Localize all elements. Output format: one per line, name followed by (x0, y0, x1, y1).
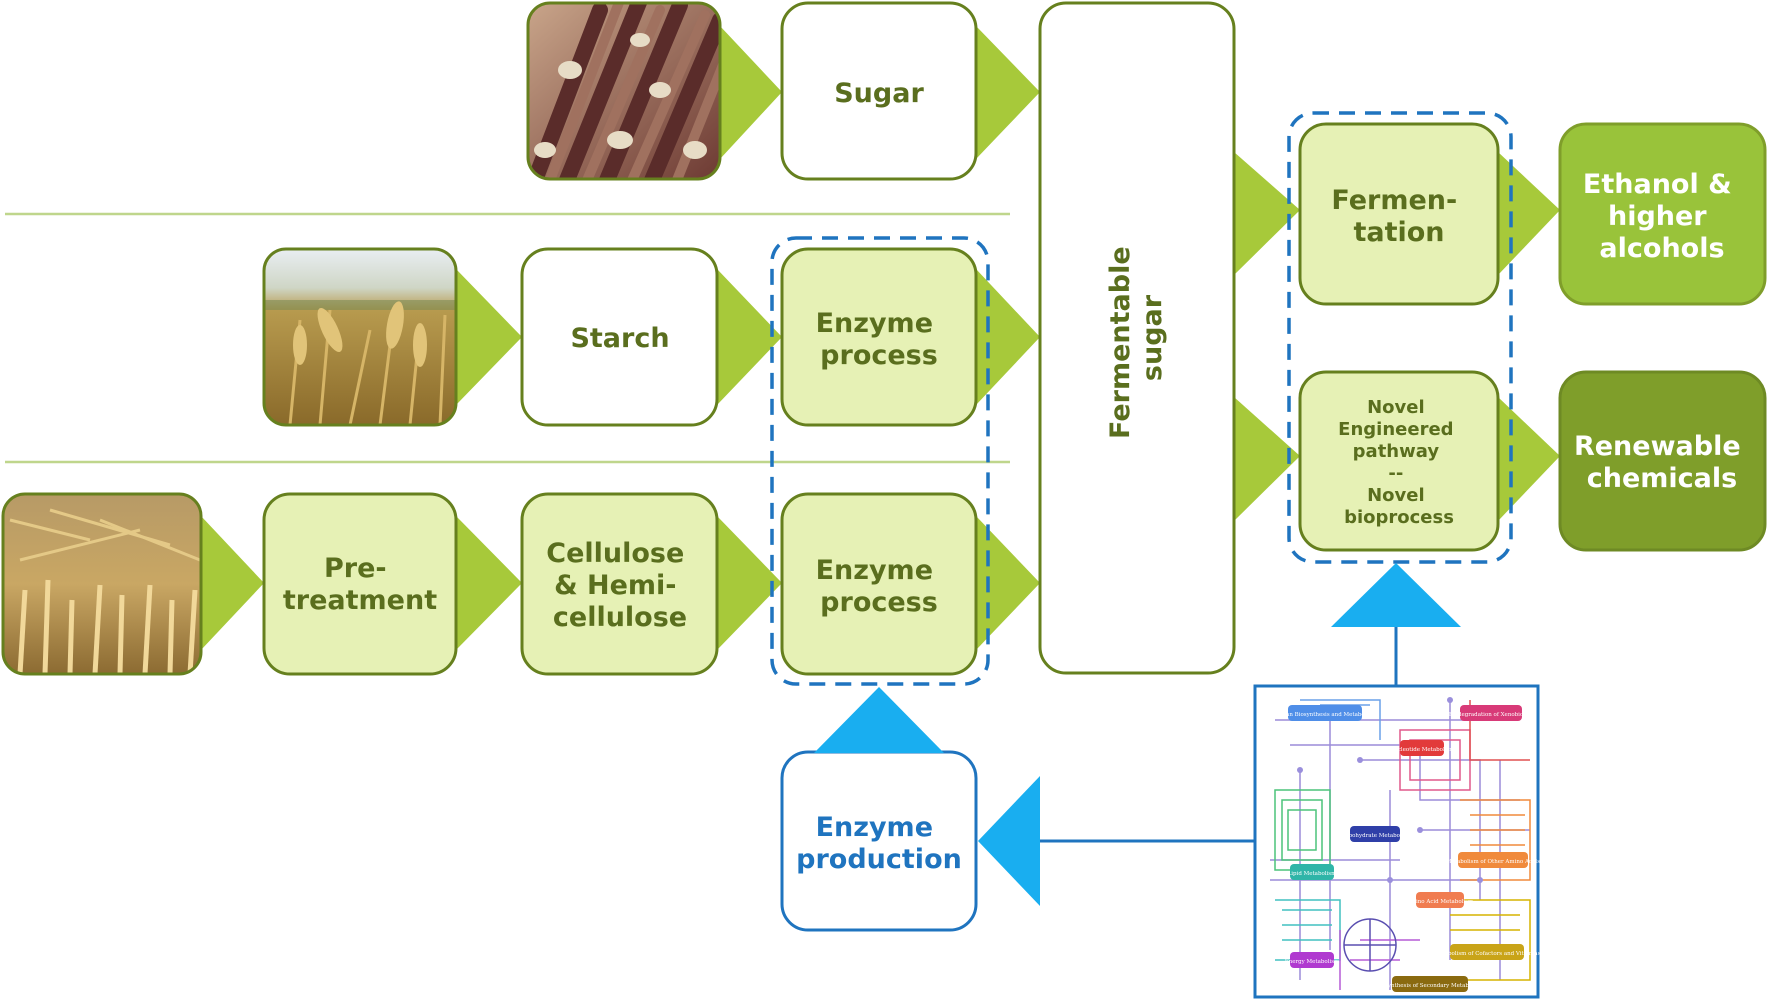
enzyme-process-label-2: Enzyme process (816, 555, 943, 618)
pretreatment-box (262, 492, 458, 676)
fermentation-group-outline (1287, 111, 1513, 564)
pathway-label: Amino Acid Metabolism (1406, 899, 1474, 905)
novel-pathway-box (1298, 370, 1500, 552)
metabolic-pathway-map: Glycan Biosynthesis and Metabolism Biode… (1253, 684, 1541, 999)
pathway-label: Metabolism of Cofactors and Vitamins (1434, 951, 1541, 957)
sugar-box (780, 1, 978, 181)
enzyme-process-box-2 (780, 492, 978, 676)
arrow-novel-to-renewable (1498, 397, 1560, 521)
cellulose-label: Cellulose & Hemi- cellulose (546, 538, 693, 633)
arrow-sugar-to-fermentable (976, 26, 1040, 159)
pathway-label: Biosynthesis of Secondary Metabolites (1376, 983, 1484, 989)
starch-label: Starch (570, 323, 669, 354)
pathway-label: Glycan Biosynthesis and Metabolism (1274, 712, 1377, 718)
wheat-field-photo (262, 247, 458, 427)
sugarcane-photo (526, 1, 722, 181)
arrow-straw-to-pretreatment (201, 516, 264, 650)
pathway-label: Energy Metabolism (1285, 959, 1340, 965)
arrow-fermentable-to-fermentation (1234, 152, 1300, 275)
enzyme-process-box-1 (780, 247, 978, 427)
cellulose-box (520, 492, 719, 676)
pathway-label: Lipid Metabolism (1288, 871, 1338, 877)
flow-arrows (201, 26, 1560, 650)
enzyme-production-label: Enzyme production (796, 812, 962, 875)
pathway-label: Carbohydrate Metabolism (1338, 833, 1412, 839)
arrow-up-to-fermentation-group (1331, 563, 1461, 627)
renewable-label: Renewable chemicals (1574, 431, 1750, 494)
arrow-starch-to-enzyme (717, 269, 782, 405)
arrow-pretreatment-to-cellulose (456, 516, 522, 650)
fermentable-sugar-label: Fermentable sugar (1105, 237, 1168, 439)
renewable-box (1558, 370, 1767, 552)
fermentation-box (1298, 122, 1500, 306)
blue-connectors (814, 563, 1461, 906)
arrow-cane-to-sugar (720, 26, 782, 159)
enzyme-process-label-1: Enzyme process (816, 308, 943, 371)
arrow-up-to-enzyme-process (814, 687, 944, 753)
straw-field-photo (1, 492, 203, 676)
arrow-wheat-to-starch (456, 269, 522, 405)
arrow-left-to-enzyme-production (978, 776, 1040, 906)
sugar-label: Sugar (834, 78, 924, 109)
arrow-fermentable-to-novel (1234, 397, 1300, 521)
ethanol-box (1558, 122, 1767, 306)
pathway-label-bg (1288, 705, 1362, 721)
starch-box (520, 247, 719, 427)
enzyme-group-outline (770, 236, 990, 686)
pretreatment-label: Pre- treatment (283, 553, 437, 616)
ethanol-label: Ethanol & higher alcohols (1583, 169, 1741, 264)
pathway-label: Biodegradation of Xenobiotics (1449, 712, 1533, 718)
fermentable-sugar-box (1038, 1, 1236, 675)
pathway-label: Metabolism of Other Amino Acids (1446, 859, 1540, 865)
arrow-cellulose-to-enzyme (717, 516, 782, 650)
arrow-fermentation-to-ethanol (1498, 152, 1560, 275)
novel-pathway-label: Novel Engineered pathway -- Novel biopro… (1338, 397, 1460, 528)
arrow-enzyme-to-fermentable-1 (976, 269, 1040, 405)
pathway-label: Nucleotide Metabolism (1389, 747, 1455, 753)
fermentation-label: Fermen- tation (1331, 185, 1466, 248)
arrow-enzyme-to-fermentable-2 (976, 516, 1040, 650)
